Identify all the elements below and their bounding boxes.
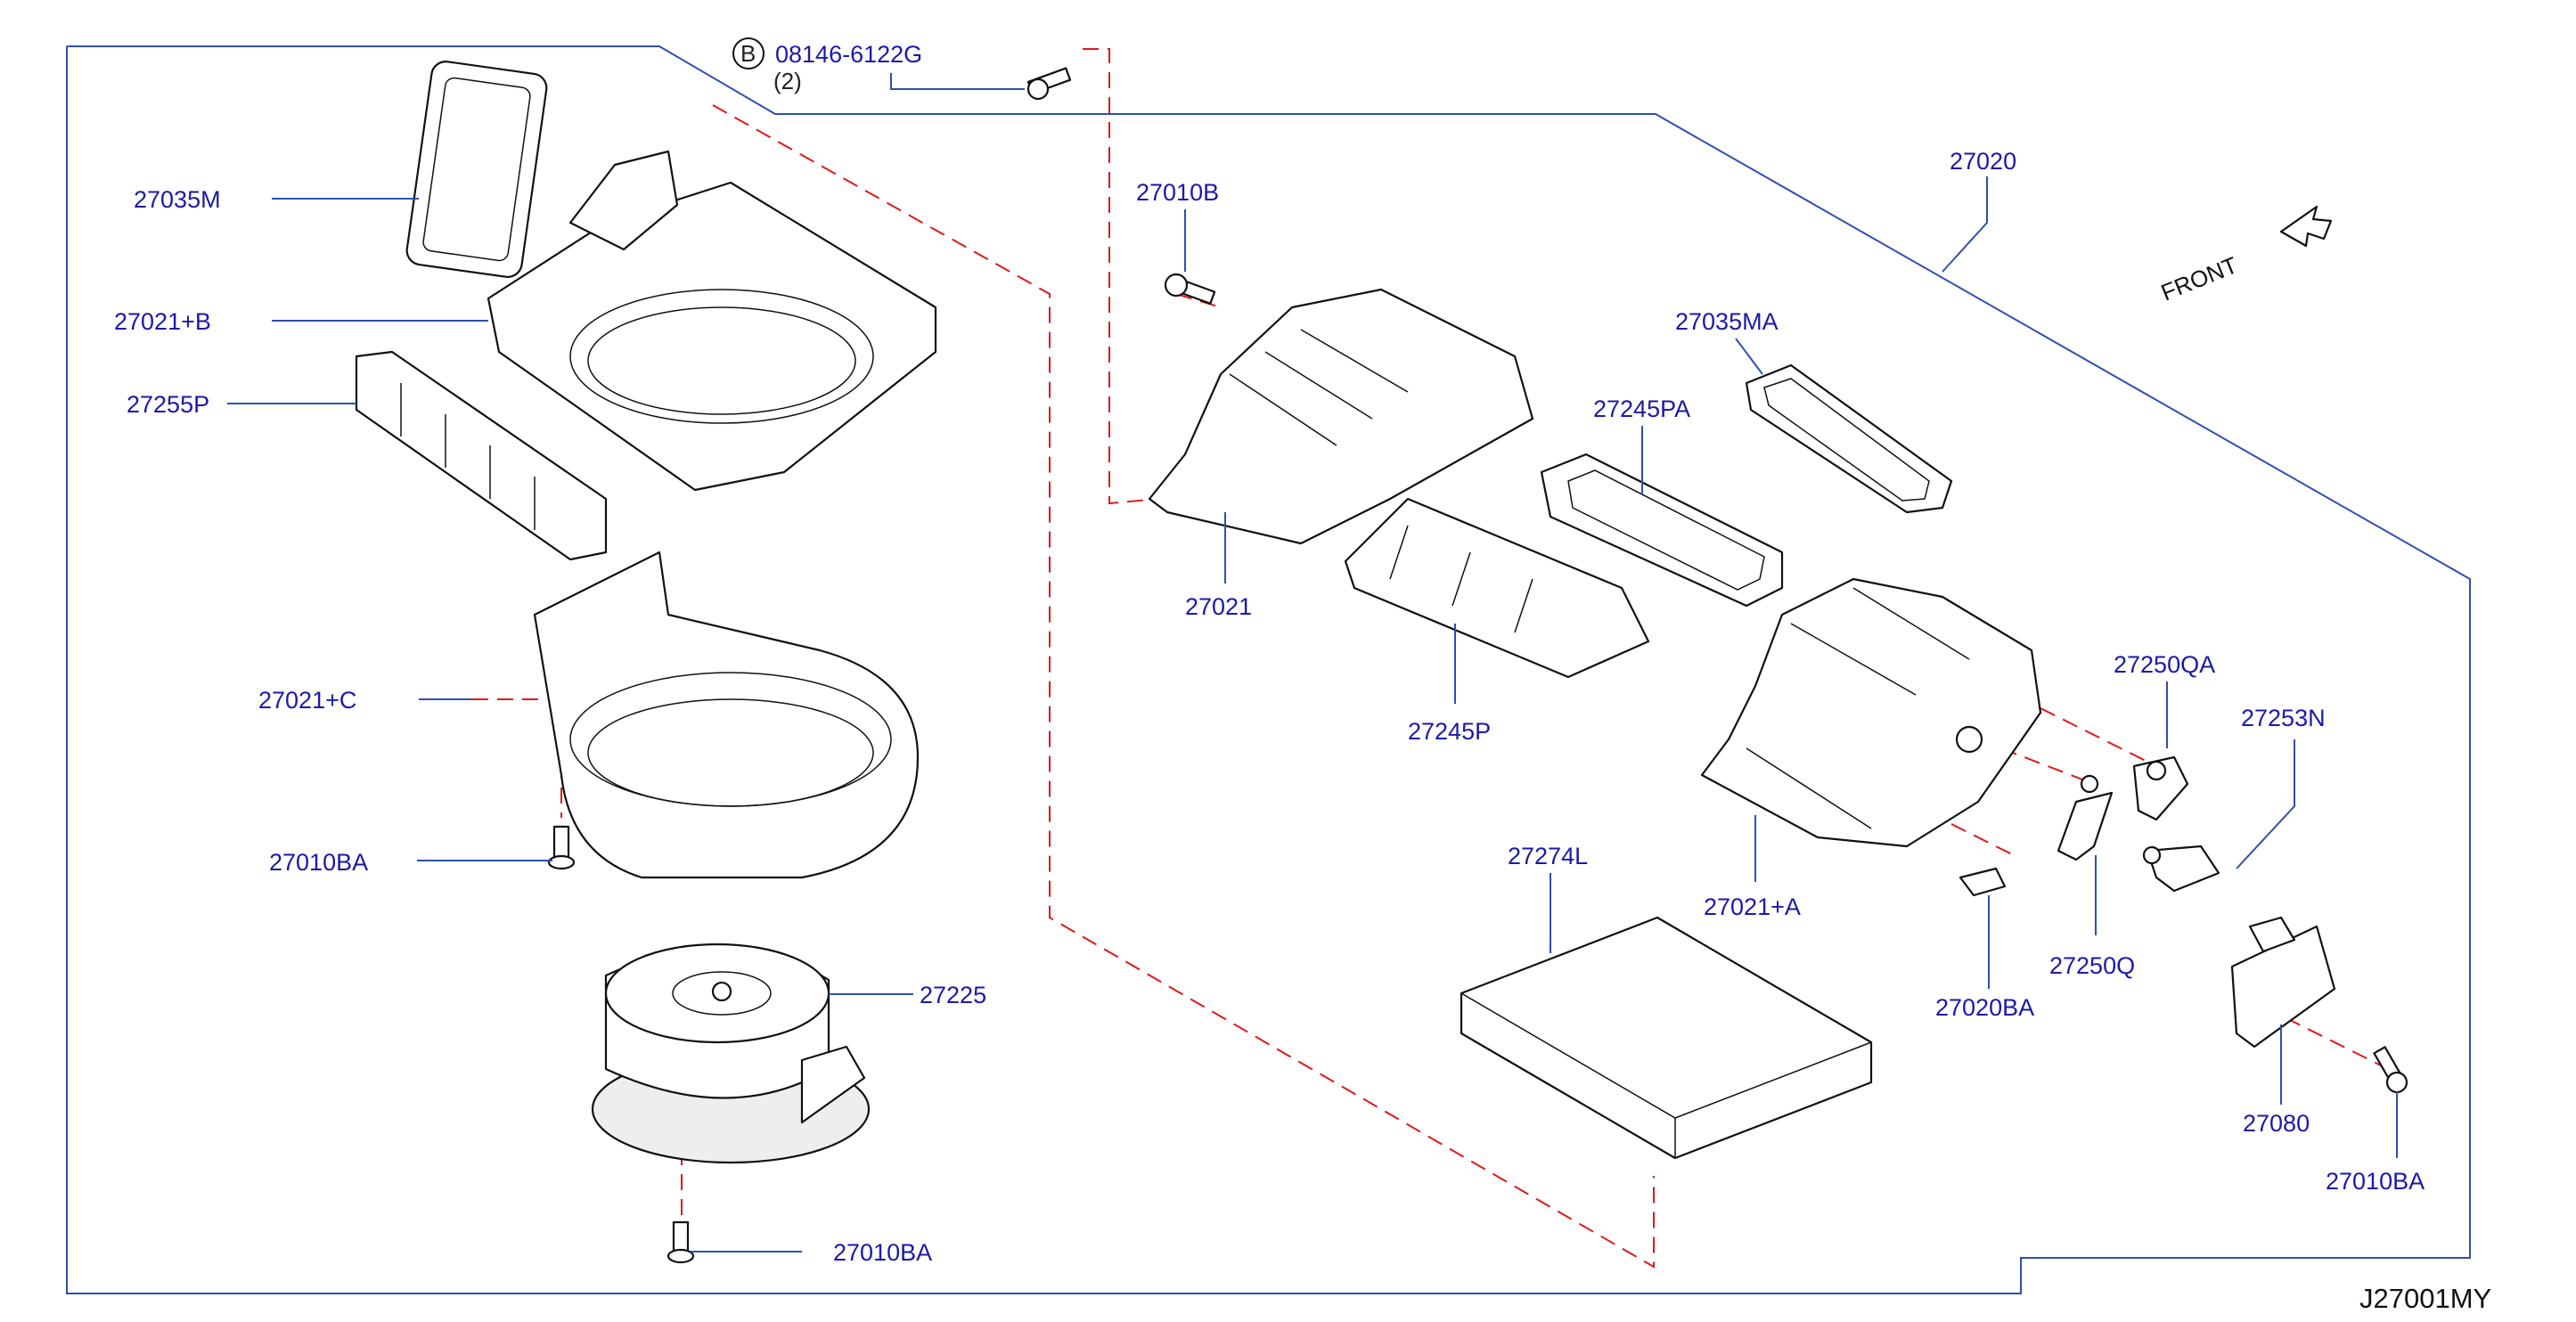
label-27020ba: 27020BA bbox=[1935, 994, 2034, 1021]
dashed-line-actuator-b bbox=[1977, 739, 2095, 785]
leader-27035ma bbox=[1735, 338, 1763, 375]
bolt-callout: B 08146-6122G (2) bbox=[732, 37, 922, 94]
label-27035ma: 27035MA bbox=[1675, 308, 1779, 335]
screw-right-part bbox=[2373, 1046, 2408, 1094]
dashed-group-line-left bbox=[712, 104, 1655, 1269]
screw-left-part bbox=[547, 825, 576, 870]
evaporator-block-27274l-part bbox=[1460, 916, 1873, 1160]
label-27021b: 27021+B bbox=[114, 308, 211, 335]
amplifier-module-27080-part bbox=[2230, 916, 2336, 1049]
label-27250q: 27250Q bbox=[2049, 952, 2135, 979]
dashed-group-line-top bbox=[1083, 48, 1159, 505]
front-label: FRONT bbox=[2157, 251, 2241, 306]
label-27010ba-bottom: 27010BA bbox=[833, 1239, 932, 1266]
label-27080: 27080 bbox=[2243, 1110, 2310, 1137]
scroll-case-part bbox=[533, 551, 920, 879]
label-27250qa: 27250QA bbox=[2114, 651, 2215, 678]
lever-27253n-part bbox=[2142, 845, 2220, 893]
label-27255p: 27255P bbox=[127, 391, 209, 418]
label-27253n: 27253N bbox=[2241, 705, 2326, 731]
link-arm-27250qa-part bbox=[2132, 755, 2189, 821]
label-27010ba-left: 27010BA bbox=[269, 849, 368, 876]
label-27274l: 27274L bbox=[1508, 843, 1588, 869]
filter-frame-27245p-part bbox=[1344, 497, 1650, 679]
seal-27035ma-part bbox=[1745, 363, 1953, 514]
intake-door-housing-part bbox=[1148, 288, 1534, 545]
bolt-callout-qty: (2) bbox=[773, 68, 802, 94]
label-27021c: 27021+C bbox=[258, 687, 356, 714]
bolt-callout-letter: B bbox=[740, 40, 756, 67]
upper-blower-case-part bbox=[487, 150, 937, 492]
bolt-callout-circle-icon bbox=[732, 37, 765, 69]
assembly-boundary-frame bbox=[66, 45, 2471, 1294]
leader-bolt-callout bbox=[890, 73, 1025, 90]
label-27020: 27020 bbox=[1950, 148, 2016, 175]
label-27021a: 27021+A bbox=[1704, 894, 1801, 920]
dashed-line-link bbox=[1906, 801, 2015, 856]
filter-grille-27255p-part bbox=[355, 350, 608, 561]
label-27010b: 27010B bbox=[1136, 179, 1219, 206]
label-27225: 27225 bbox=[920, 982, 986, 1008]
filter-frame-27245pa-part bbox=[1540, 453, 1784, 608]
front-direction-arrow-icon bbox=[2279, 205, 2333, 248]
heater-unit-27021a-part bbox=[1700, 577, 2042, 848]
blower-motor-27225-part bbox=[591, 943, 871, 1164]
leader-27253n bbox=[2236, 739, 2295, 869]
seal-ring-27035m-part bbox=[405, 61, 548, 278]
clip-27020ba-part bbox=[1959, 867, 2007, 897]
leader-27020 bbox=[1942, 176, 1988, 273]
label-27245p: 27245P bbox=[1408, 718, 1491, 745]
dashed-screw-line-b bbox=[1175, 293, 1222, 308]
label-27245pa: 27245PA bbox=[1593, 396, 1690, 422]
label-27035m: 27035M bbox=[134, 186, 221, 213]
screw-bottom-part bbox=[666, 1220, 695, 1264]
bolt-callout-part: 08146-6122G bbox=[775, 41, 922, 68]
label-27021: 27021 bbox=[1185, 593, 1252, 620]
diagram-code: J27001MY bbox=[2359, 1283, 2491, 1314]
screw-27010b-part bbox=[1164, 273, 1216, 305]
bolt-top-part bbox=[1026, 67, 1072, 101]
label-27010ba-right: 27010BA bbox=[2326, 1168, 2425, 1195]
link-arm-27250q-part bbox=[2057, 774, 2114, 861]
